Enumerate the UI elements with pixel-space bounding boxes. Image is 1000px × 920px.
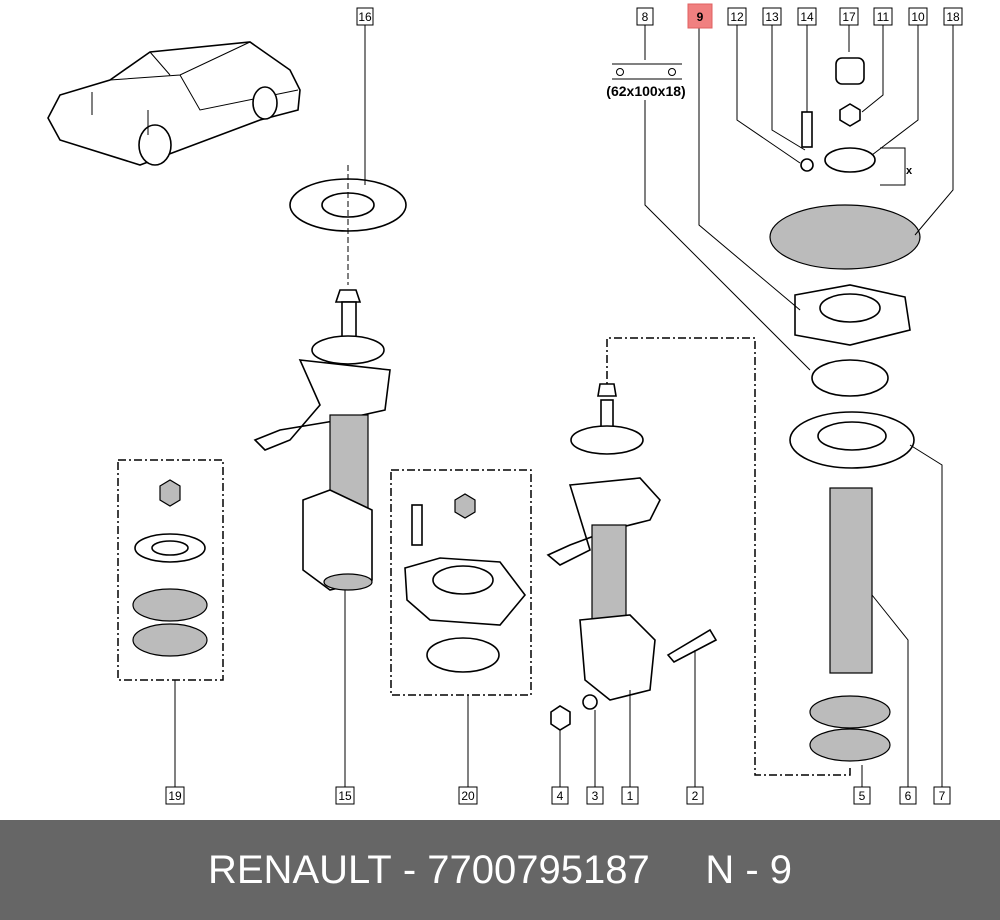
svg-text:7: 7 [939,789,946,803]
svg-text:2: 2 [692,789,699,803]
callout-15[interactable]: 15 [335,786,355,805]
svg-text:9: 9 [697,10,704,24]
exploded-parts-diagram: (62x100x18) x 16 8 9 12 13 14 17 11 10 1… [47,3,963,805]
gap [650,848,706,893]
callout-2[interactable]: 2 [686,786,704,805]
svg-text:11: 11 [877,10,890,24]
strut-assembly-left [253,165,407,591]
svg-text:1: 1 [627,789,634,803]
brand-name: RENAULT [207,847,392,892]
svg-text:20: 20 [461,789,475,803]
callout-9-highlighted[interactable]: 9 [687,3,713,29]
callout-4[interactable]: 4 [551,786,569,805]
callout-19[interactable]: 19 [165,786,185,805]
svg-text:4: 4 [557,789,564,803]
svg-text:3: 3 [592,789,599,803]
car-illustration [47,41,301,166]
callout-16[interactable]: 16 [356,7,374,26]
top-mount-stack [769,57,921,762]
callout-18[interactable]: 18 [943,7,963,26]
svg-text:12: 12 [730,10,744,24]
svg-text:5: 5 [859,789,866,803]
svg-text:17: 17 [842,10,856,24]
callout-11[interactable]: 11 [873,7,893,26]
callout-3[interactable]: 3 [586,786,604,805]
svg-text:8: 8 [642,10,649,24]
svg-text:6: 6 [905,789,912,803]
item-8-symbol: (62x100x18) x [606,63,913,177]
part-number: 7700795187 [427,847,650,892]
svg-text:19: 19 [168,789,182,803]
svg-text:13: 13 [765,10,779,24]
svg-text:15: 15 [338,789,352,803]
kit-19-box [117,459,224,681]
callout-10[interactable]: 10 [908,7,928,26]
part-number-footer: RENAULT - 7700795187 N - 9 [0,820,1000,920]
callout-12[interactable]: 12 [727,7,747,26]
height-mark: x [906,165,913,177]
callout-6[interactable]: 6 [899,786,917,805]
callout-1[interactable]: 1 [621,786,639,805]
kit-20-box [390,469,532,696]
callout-8[interactable]: 8 [636,7,654,26]
callout-7[interactable]: 7 [933,786,951,805]
leader-lines [174,24,954,787]
strut-assembly-right [546,337,851,776]
svg-text:18: 18 [946,10,960,24]
svg-text:10: 10 [911,10,925,24]
callout-14[interactable]: 14 [797,7,817,26]
callout-17[interactable]: 17 [839,7,859,26]
callout-5[interactable]: 5 [853,786,871,805]
svg-text:14: 14 [800,10,814,24]
separator: - [391,847,428,892]
callout-13[interactable]: 13 [762,7,782,26]
dimension-note: (62x100x18) [606,83,685,99]
svg-text:16: 16 [358,10,372,24]
callout-20[interactable]: 20 [458,786,478,805]
diagram-reference: N - 9 [705,847,792,892]
